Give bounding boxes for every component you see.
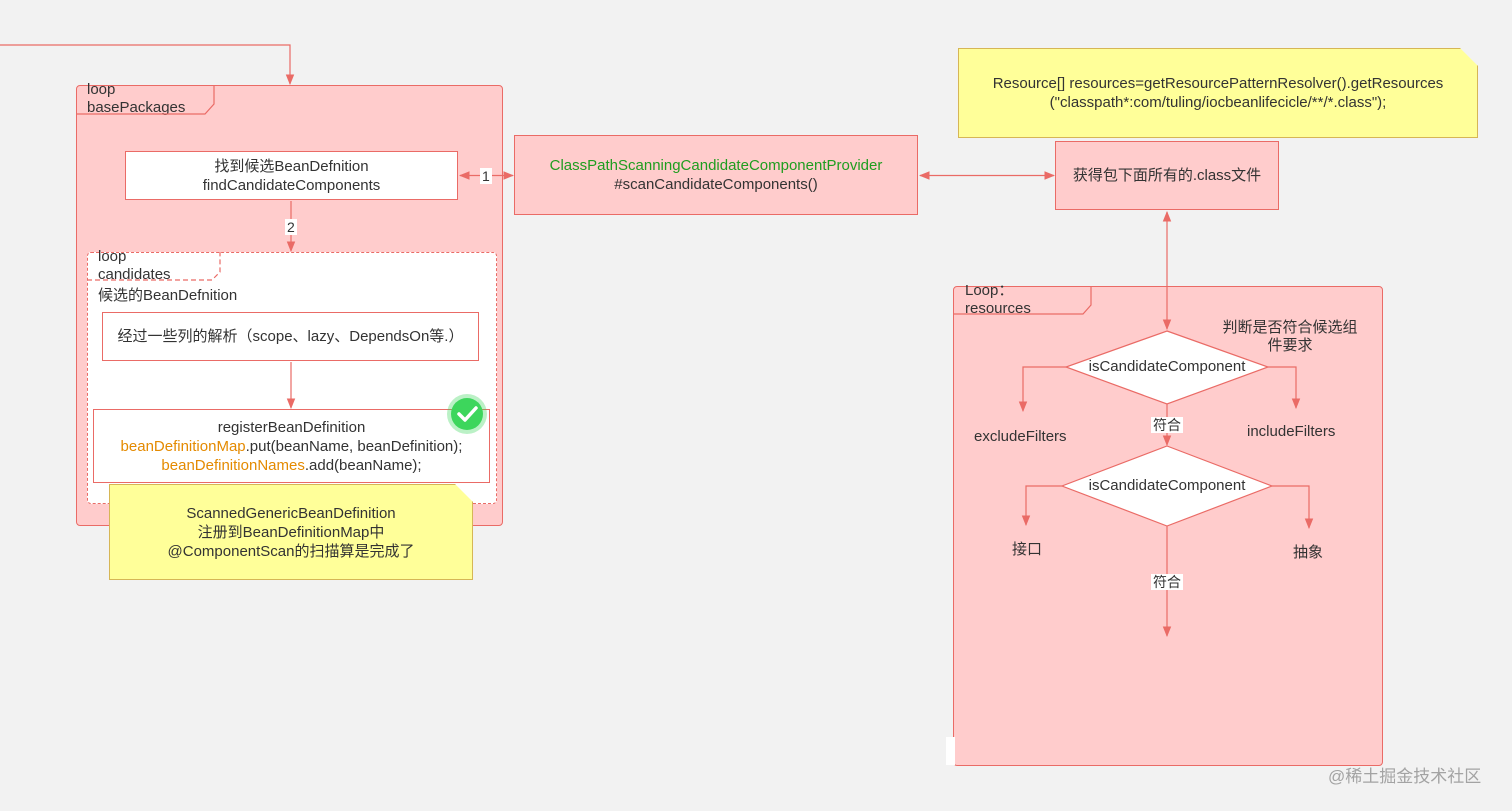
find-candidates-line2: findCandidateComponents xyxy=(202,176,381,194)
resources-note: Resource[] resources=getResourcePatternR… xyxy=(958,48,1478,138)
decision2-text: isCandidateComponent xyxy=(1088,477,1246,494)
provider-method-name: #scanCandidateComponents() xyxy=(614,176,818,193)
interface-label: 接口 xyxy=(1012,541,1043,558)
provider-class-name: ClassPathScanningCandidateComponentProvi… xyxy=(549,157,883,174)
judge-text-line2: 件要求 xyxy=(1267,337,1313,354)
register-line2: beanDefinitionMap.put(beanName, beanDefi… xyxy=(121,437,463,456)
register-line3-rest: .add(beanName); xyxy=(304,456,422,474)
scanned-note-line2: 注册到BeanDefinitionMap中 xyxy=(197,523,385,541)
loop-resources-label: Loop： resources xyxy=(965,282,1031,318)
loop-candidates-label-line2: candidates xyxy=(98,266,171,283)
bean-definition-map-text: beanDefinitionMap xyxy=(120,437,246,455)
resources-note-line1: Resource[] resources=getResourcePatternR… xyxy=(992,75,1444,92)
register-line2-rest: .put(beanName, beanDefinition); xyxy=(245,437,463,455)
loop-candidates-label-line1: loop xyxy=(98,248,127,265)
parse-box[interactable]: 经过一些列的解析（scope、lazy、DependsOn等.） xyxy=(102,312,479,361)
find-candidates-line1: 找到候选BeanDefnition xyxy=(214,157,369,175)
edge-label-match-1: 符合 xyxy=(1151,417,1183,433)
exclude-filters-label: excludeFilters xyxy=(974,428,1067,445)
loop-candidates-label: loop candidates xyxy=(98,248,171,284)
include-filters-label: includeFilters xyxy=(1247,423,1336,440)
register-line3: beanDefinitionNames.add(beanName); xyxy=(161,456,421,475)
loop-basepackages-label-line2: basePackages xyxy=(87,99,186,116)
parse-box-text: 经过一些列的解析（scope、lazy、DependsOn等.） xyxy=(117,328,464,345)
provider-box[interactable]: ClassPathScanningCandidateComponentProvi… xyxy=(514,135,918,215)
loop-resources-label-line2: resources xyxy=(965,300,1031,317)
decision1-text: isCandidateComponent xyxy=(1088,358,1246,375)
scanned-note: ScannedGenericBeanDefinition 注册到BeanDefi… xyxy=(109,484,473,580)
register-line1: registerBeanDefinition xyxy=(217,418,366,436)
watermark: @稀土掘金技术社区 xyxy=(1328,767,1482,786)
edge-label-2: 2 xyxy=(285,219,297,235)
scanned-note-line1: ScannedGenericBeanDefinition xyxy=(186,504,396,522)
abstract-label: 抽象 xyxy=(1293,544,1324,561)
edge-label-1: 1 xyxy=(480,168,492,184)
bean-definition-names-text: beanDefinitionNames xyxy=(161,456,305,474)
entry-arrow xyxy=(0,44,295,86)
loop-basepackages-label-line1: loop xyxy=(87,81,116,98)
loop-resources-label-line1: Loop： xyxy=(965,282,1014,299)
resources-note-line2: ("classpath*:com/tuling/iocbeanlifecicle… xyxy=(1049,94,1387,111)
class-files-box[interactable]: 获得包下面所有的.class文件 xyxy=(1055,141,1279,210)
scanned-note-line3: @ComponentScan的扫描算是完成了 xyxy=(167,542,415,560)
find-candidates-box[interactable]: 找到候选BeanDefnition findCandidateComponent… xyxy=(125,151,458,200)
loop-basepackages-label: loop basePackages xyxy=(87,81,185,117)
candidates-caption: 候选的BeanDefnition xyxy=(98,287,238,304)
register-bean-definition-box[interactable]: registerBeanDefinition beanDefinitionMap… xyxy=(93,409,490,483)
judge-text-line1: 判断是否符合候选组 xyxy=(1222,319,1358,336)
judge-text: 判断是否符合候选组 件要求 xyxy=(1220,319,1360,355)
class-files-text: 获得包下面所有的.class文件 xyxy=(1072,167,1262,184)
edge-label-match-2: 符合 xyxy=(1151,574,1183,590)
